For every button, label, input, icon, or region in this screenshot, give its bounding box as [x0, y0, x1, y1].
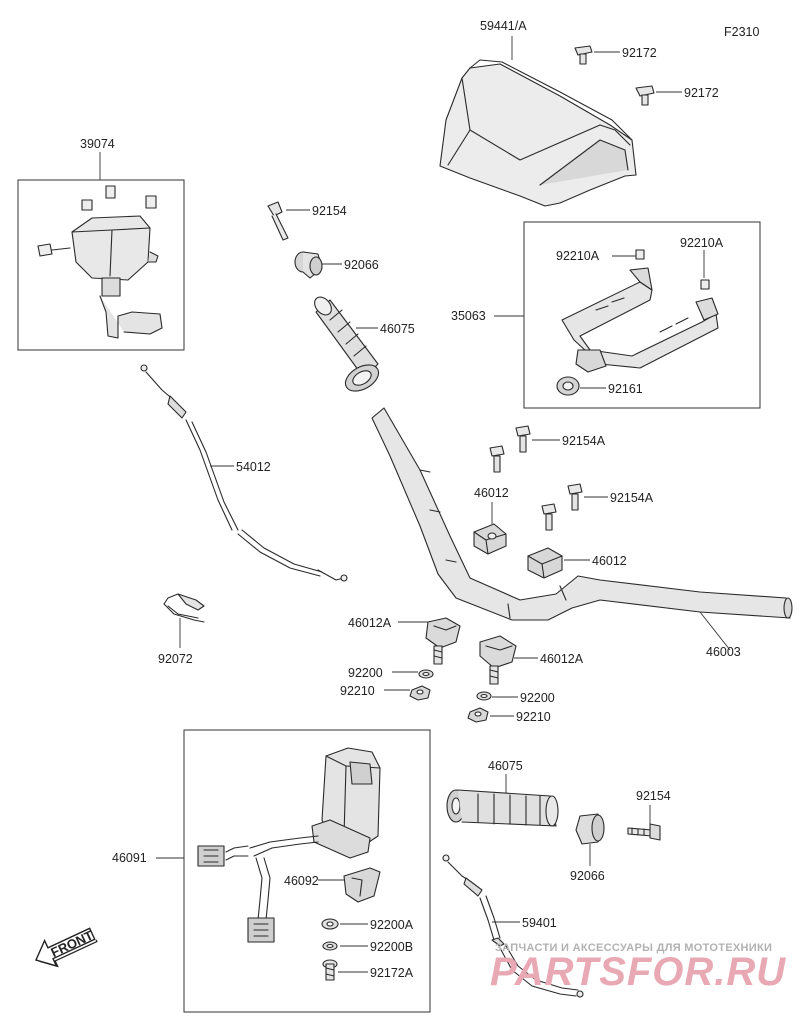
lever-46092 [343, 867, 381, 903]
bolt-92154a-upper [489, 425, 531, 473]
label-59401: 59401 [522, 916, 557, 930]
label-46012-upper-right: 46012 [592, 554, 627, 568]
cable-54012 [140, 364, 348, 582]
holder-46012a-left [425, 617, 461, 665]
washer-92200b [322, 941, 338, 951]
switch-housing-part [37, 185, 163, 339]
nut-92210-right [467, 707, 489, 723]
screw-92172-b [635, 85, 655, 106]
label-46012-upper-left: 46012 [474, 486, 509, 500]
label-46012a-right: 46012A [540, 652, 584, 666]
label-92066-bottom: 92066 [570, 869, 605, 883]
weight-92066-bottom [575, 813, 605, 845]
nut-92161 [556, 376, 580, 396]
bolt-92154-top [267, 201, 289, 241]
label-92066-top: 92066 [344, 258, 379, 272]
holder-46012-upper-right [527, 547, 563, 579]
label-92210a-left: 92210A [556, 249, 600, 263]
bolt-92154-bottom [627, 823, 661, 841]
label-92210a-right: 92210A [680, 236, 724, 250]
label-92210-right: 92210 [516, 710, 551, 724]
nut-92210-left [409, 685, 431, 701]
label-92154a-upper: 92154A [562, 434, 606, 448]
bracket-part [561, 249, 719, 373]
lever-assembly-box [183, 729, 431, 1013]
label-92161: 92161 [608, 382, 643, 396]
watermark-brand: PARTSFOR.RU [490, 950, 786, 994]
label-59441a: 59441/A [480, 19, 527, 33]
label-92072: 92072 [158, 652, 193, 666]
screw-92172-a [574, 45, 593, 65]
figure-code: F2310 [724, 25, 759, 39]
front-arrow-label: FRONT [48, 928, 95, 961]
switch-assembly-box [17, 179, 185, 351]
handlebar-46003 [371, 407, 793, 621]
label-92200b: 92200B [370, 940, 413, 954]
label-46003: 46003 [706, 645, 741, 659]
label-46075-bottom: 46075 [488, 759, 523, 773]
weight-92066-top [294, 251, 323, 279]
cable-59401 [442, 854, 584, 998]
label-46092: 46092 [284, 874, 319, 888]
label-92172-a: 92172 [622, 46, 657, 60]
label-92154-bottom: 92154 [636, 789, 671, 803]
front-arrow-icon: FRONT [35, 927, 98, 968]
label-46091: 46091 [112, 851, 147, 865]
label-92200-right: 92200 [520, 691, 555, 705]
grip-46075-top [314, 296, 380, 392]
label-54012: 54012 [236, 460, 271, 474]
bolt-92154a-lower [541, 483, 583, 531]
windscreen-part [439, 59, 637, 207]
washer-92200-right [476, 691, 492, 701]
label-39074: 39074 [80, 137, 115, 151]
label-92200-left: 92200 [348, 666, 383, 680]
holder-46012-upper-left [473, 523, 507, 555]
bracket-assembly-box [523, 221, 761, 409]
label-46075-top: 46075 [380, 322, 415, 336]
watermark-caption: ЗАПЧАСТИ И АКСЕССУАРЫ ДЛЯ МОТОТЕХНИКИ [495, 942, 772, 954]
label-92210-left: 92210 [340, 684, 375, 698]
label-92154-top: 92154 [312, 204, 347, 218]
grip-46075-bottom [446, 789, 559, 827]
label-92172-b: 92172 [684, 86, 719, 100]
washer-92200a [321, 918, 339, 930]
label-46012a-left: 46012A [348, 616, 392, 630]
screw-92172a [322, 959, 338, 981]
holder-46012a-right [479, 635, 517, 685]
label-92172a: 92172A [370, 966, 414, 980]
label-92154a-lower: 92154A [610, 491, 654, 505]
clamp-92072 [163, 593, 205, 623]
label-35063: 35063 [451, 309, 486, 323]
washer-92200-left [418, 669, 434, 679]
lever-housing-part [197, 747, 381, 943]
label-92200a: 92200A [370, 918, 414, 932]
